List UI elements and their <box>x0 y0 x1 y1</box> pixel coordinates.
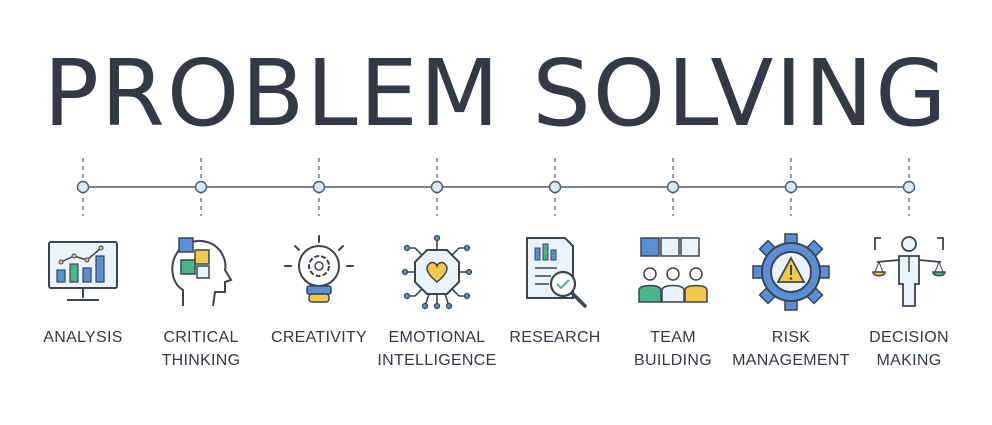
head-puzzle-icon <box>161 232 241 312</box>
timeline-node <box>902 158 916 216</box>
heart-chip-icon <box>397 232 477 312</box>
step-label-team-building: TEAM BUILDING <box>634 329 712 369</box>
step-label-decision-making: DECISION MAKING <box>869 329 949 369</box>
timeline-node <box>666 158 680 216</box>
timeline-node <box>430 158 444 216</box>
timeline-node <box>312 158 326 216</box>
timeline-node <box>784 158 798 216</box>
step-label-research: RESEARCH <box>509 329 601 346</box>
timeline <box>76 158 916 216</box>
team-puzzle-icon <box>633 232 713 312</box>
step-label-creativity: CREATIVITY <box>270 329 368 346</box>
lightbulb-gear-icon <box>279 232 359 312</box>
step-label-emotional-intelligence: EMOTIONAL INTELLIGENCE <box>377 329 497 369</box>
step-label-risk-management: RISK MANAGEMENT <box>732 329 850 369</box>
document-magnifier-icon <box>515 232 595 312</box>
step-label-analysis: ANALYSIS <box>43 329 123 346</box>
timeline-node <box>76 158 90 216</box>
timeline-node <box>548 158 562 216</box>
gear-warning-icon <box>751 232 831 312</box>
analysis-chart-icon <box>43 232 123 312</box>
person-scales-icon <box>869 232 949 312</box>
page-title: PROBLEM SOLVING <box>43 40 949 147</box>
step-label-critical-thinking: CRITICAL THINKING <box>161 329 241 369</box>
timeline-node <box>194 158 208 216</box>
